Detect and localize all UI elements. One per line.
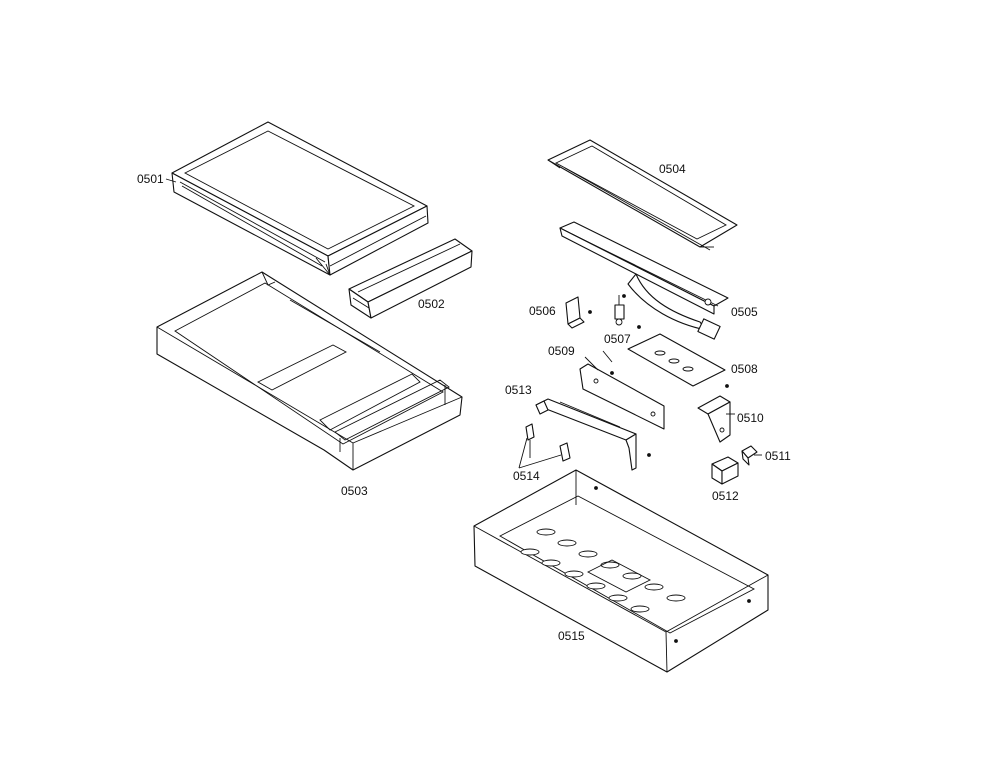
label-0514: 0514 — [513, 469, 540, 483]
part-0503-housing-tray[interactable] — [156, 271, 463, 471]
label-0512: 0512 — [712, 489, 739, 503]
label-0504: 0504 — [659, 162, 686, 176]
label-0507: 0507 — [604, 332, 631, 346]
label-0502: 0502 — [418, 297, 445, 311]
part-0506-bracket[interactable] — [565, 296, 592, 329]
part-0514-clips[interactable] — [525, 423, 571, 462]
part-0508-plate[interactable] — [627, 333, 729, 388]
part-0507-valve[interactable] — [614, 294, 641, 329]
leader-lines — [165, 178, 762, 469]
part-0512-switch[interactable] — [711, 456, 739, 485]
label-0509: 0509 — [548, 344, 575, 358]
label-0510: 0510 — [737, 411, 764, 425]
label-0501: 0501 — [137, 172, 164, 186]
part-0513-bracket-rail[interactable] — [535, 398, 651, 471]
part-0502-grease-trough[interactable] — [348, 238, 473, 319]
part-0510-bracket[interactable] — [697, 395, 731, 443]
part-0505-burner[interactable] — [559, 221, 729, 340]
label-0515: 0515 — [558, 629, 585, 643]
part-0511-connector[interactable] — [741, 445, 758, 466]
label-0511: 0511 — [765, 449, 791, 463]
label-0508: 0508 — [731, 362, 758, 376]
label-0503: 0503 — [341, 484, 368, 498]
part-0501-griddle-tray[interactable] — [171, 121, 429, 276]
label-0506: 0506 — [529, 304, 556, 318]
label-0505: 0505 — [731, 305, 758, 319]
label-0513: 0513 — [505, 383, 532, 397]
part-0509-plate[interactable] — [579, 356, 665, 430]
part-0504-deflector[interactable] — [547, 139, 738, 251]
part-0515-base-pan[interactable] — [473, 469, 769, 673]
